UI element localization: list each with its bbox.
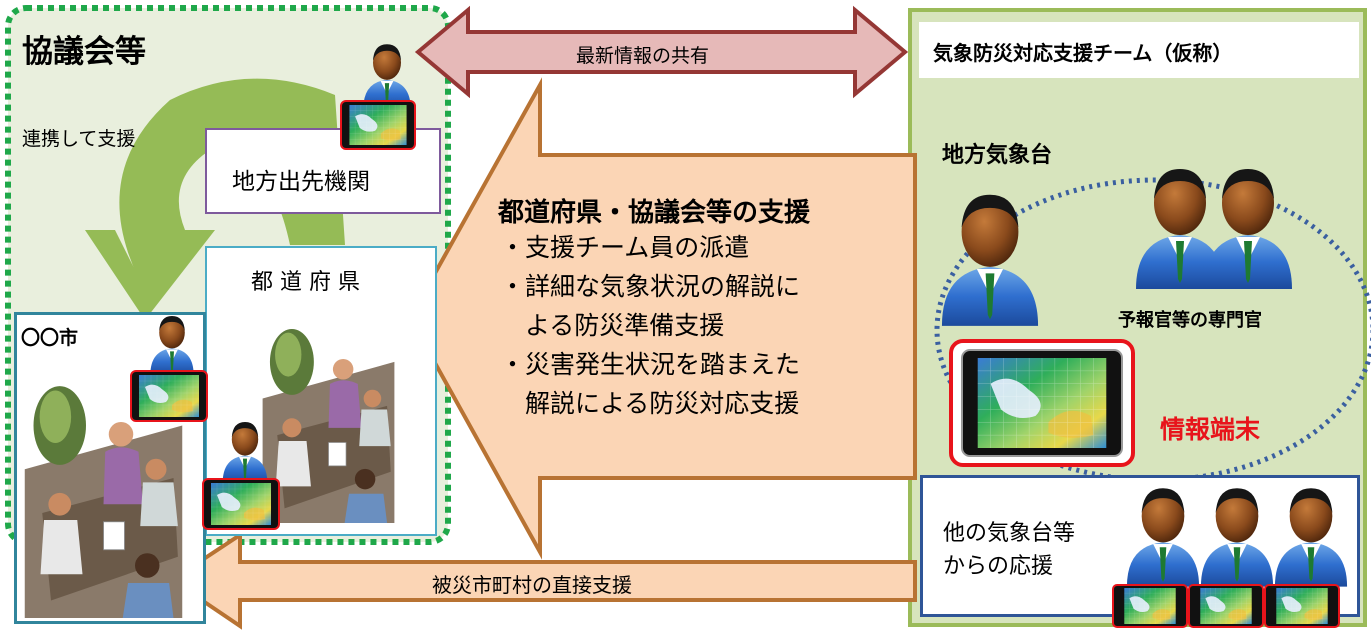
tablet-chiho-icon (340, 100, 416, 150)
tablet-todofuken-icon (202, 478, 280, 530)
todofuken-label: 都 道 府 県 (251, 270, 360, 295)
support-heading: 都道府県・協議会等の支援 (498, 198, 811, 228)
tablet-city-icon (130, 370, 208, 422)
team-title: 気象防災対応支援チーム（仮称） (933, 41, 1233, 65)
info-terminal-icon (949, 339, 1135, 467)
direct-support-arrow (168, 531, 917, 630)
team-title-box: 気象防災対応支援チーム（仮称） (919, 22, 1359, 78)
support-item: ・災害発生状況を踏まえた (500, 350, 801, 379)
experts-label: 予報官等の専門官 (1118, 310, 1262, 331)
renkei-label: 連携して支援 (22, 128, 136, 150)
person-support-icon (1200, 488, 1274, 587)
terminal-label: 情報端末 (1160, 415, 1261, 444)
city-label: 〇〇市 (21, 327, 79, 349)
person-kishodai-icon (941, 194, 1039, 326)
support-arrow (407, 77, 917, 560)
tablet-support-icon (1112, 584, 1188, 628)
other-offices-line2: からの応援 (943, 554, 1054, 579)
person-city-icon (150, 315, 194, 376)
kyogikai-title: 協議会等 (22, 34, 146, 70)
share-label: 最新情報の共有 (576, 45, 710, 67)
person-todofuken-icon (222, 422, 268, 483)
chiho-kishodai-label: 地方気象台 (942, 143, 1053, 168)
other-offices-line1: 他の気象台等 (943, 521, 1076, 546)
chiho-dessaki-label: 地方出先機関 (232, 169, 370, 195)
direct-support-label: 被災市町村の直接支援 (432, 573, 632, 597)
person-support-icon (1274, 488, 1348, 587)
tablet-support-icon (1264, 584, 1340, 628)
person-support-icon (1126, 488, 1200, 587)
person-expert-icon (1204, 169, 1292, 289)
support-item: 解説による防災対応支援 (500, 389, 800, 418)
share-arrow (414, 5, 909, 99)
support-item: ・詳細な気象状況の解説に (500, 272, 801, 301)
support-item: ・支援チーム員の派遣 (500, 233, 750, 262)
support-list: ・支援チーム員の派遣 ・詳細な気象状況の解説に よる防災準備支援 ・災害発生状況… (500, 228, 800, 423)
support-item: よる防災準備支援 (500, 311, 725, 340)
tablet-support-icon (1188, 584, 1264, 628)
chiho-dessaki-box: 地方出先機関 (205, 128, 441, 214)
team-dotted-circle (934, 177, 1371, 483)
